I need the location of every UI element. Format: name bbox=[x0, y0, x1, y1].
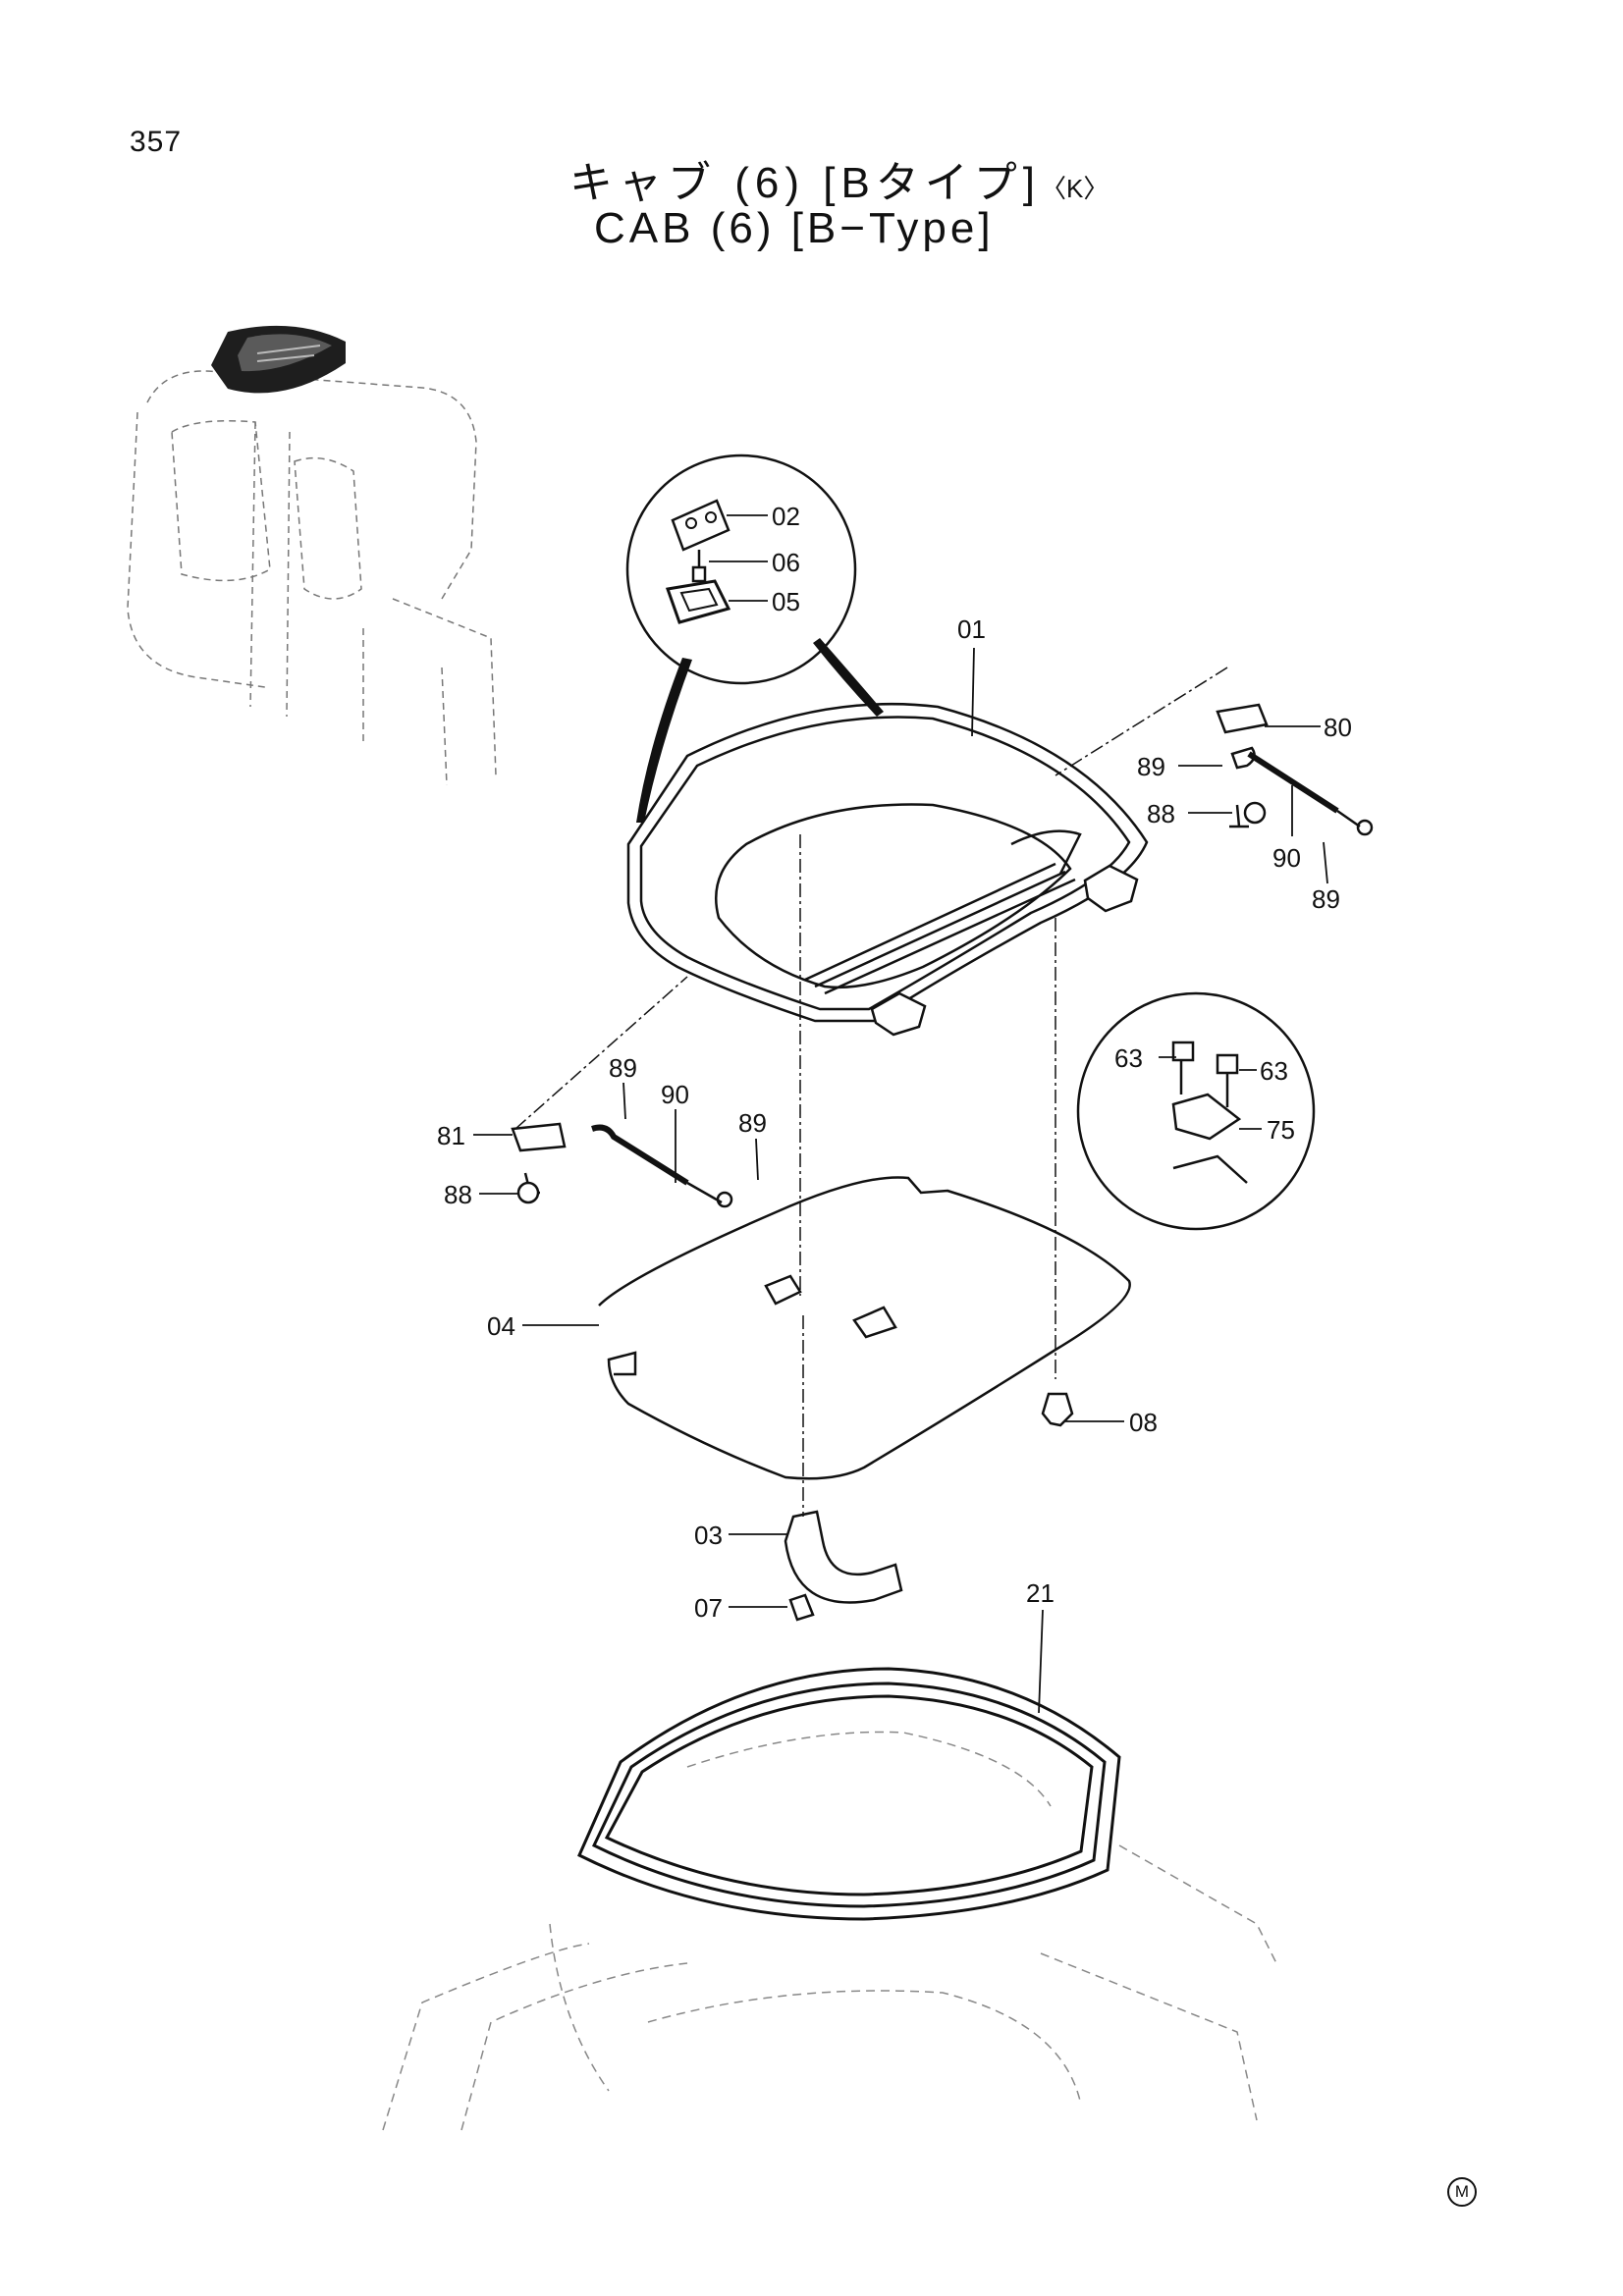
callout-89-b: 89 bbox=[1312, 884, 1340, 914]
callout-90-a: 90 bbox=[1272, 843, 1301, 873]
title-japanese-text: キャブ (6) [Bタイプ] bbox=[569, 159, 1042, 207]
callout-63-b: 63 bbox=[1260, 1056, 1288, 1086]
gas-strut-left bbox=[511, 1122, 733, 1208]
callout-04: 04 bbox=[487, 1311, 515, 1341]
callout-75: 75 bbox=[1267, 1115, 1295, 1145]
title-japanese: キャブ (6) [Bタイプ]〈K〉 bbox=[569, 147, 1109, 210]
callout-88-a: 88 bbox=[1147, 799, 1175, 828]
callout-89-d: 89 bbox=[738, 1108, 767, 1138]
callout-01: 01 bbox=[957, 614, 986, 644]
detail-wedge-right bbox=[813, 638, 884, 717]
callout-80: 80 bbox=[1324, 713, 1352, 742]
detail-wedge-left bbox=[636, 658, 692, 823]
roof-hatch-frame bbox=[626, 702, 1149, 1023]
callout-89-a: 89 bbox=[1137, 752, 1165, 781]
corner-mark: M bbox=[1447, 2177, 1477, 2207]
callout-21: 21 bbox=[1026, 1578, 1055, 1608]
roof-seal bbox=[577, 1667, 1121, 1921]
gas-strut-right bbox=[1216, 703, 1374, 836]
cab-overview-sketch bbox=[127, 370, 497, 786]
callout-05: 05 bbox=[772, 587, 800, 616]
callout-06: 06 bbox=[772, 548, 800, 577]
title-japanese-suffix: 〈K〉 bbox=[1041, 174, 1109, 203]
callout-07: 07 bbox=[694, 1593, 723, 1623]
page-number: 357 bbox=[130, 126, 183, 158]
callout-labels: 02 06 05 01 80 89 88 90 89 63 63 75 89 9… bbox=[437, 502, 1352, 1623]
assist-handle bbox=[784, 1510, 903, 1604]
detail-circle-hinge bbox=[1076, 991, 1316, 1231]
detail-circle-hatch-stop bbox=[625, 454, 857, 685]
callout-08: 08 bbox=[1129, 1408, 1158, 1437]
ceiling-panel bbox=[598, 1176, 1131, 1480]
callout-90-b: 90 bbox=[661, 1080, 689, 1109]
callout-03: 03 bbox=[694, 1521, 723, 1550]
title-english: CAB (6) [B−Type] bbox=[594, 204, 995, 252]
cab-roof-hatch-thumbnail bbox=[211, 325, 346, 394]
callout-88-b: 88 bbox=[444, 1180, 472, 1209]
callout-02: 02 bbox=[772, 502, 800, 531]
leader-lines bbox=[473, 514, 1328, 1714]
cab-outline-sketch bbox=[382, 1731, 1277, 2131]
callout-89-c: 89 bbox=[609, 1053, 637, 1083]
assembly-lines bbox=[514, 667, 1228, 1517]
fasteners bbox=[516, 801, 1267, 1622]
callout-63-a: 63 bbox=[1114, 1043, 1143, 1073]
callout-81: 81 bbox=[437, 1121, 465, 1150]
hatch-hinge-right bbox=[870, 864, 1139, 1037]
